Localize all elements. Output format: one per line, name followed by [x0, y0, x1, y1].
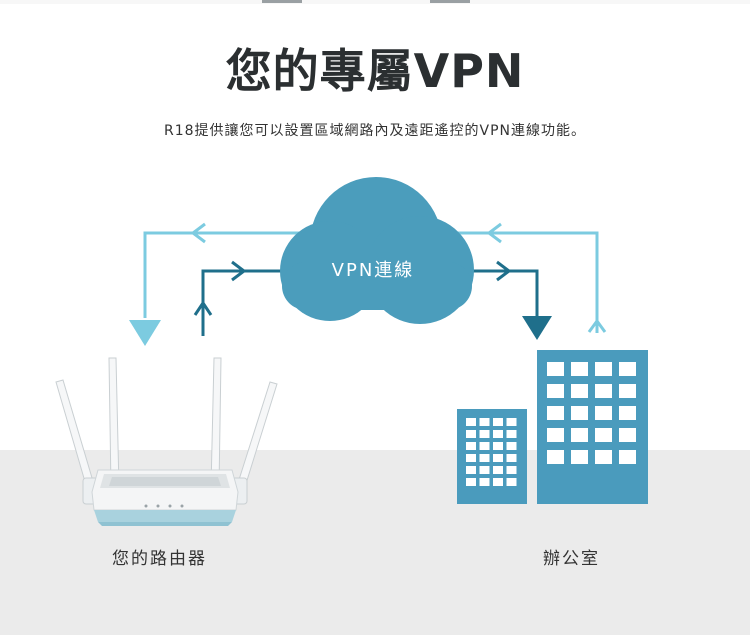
down-arrow-icon: [129, 320, 161, 346]
strip-mark: [262, 0, 302, 3]
window: [466, 466, 476, 474]
window: [493, 442, 503, 450]
light-connection-right: [445, 222, 607, 333]
window: [506, 478, 517, 486]
router-label: 您的路由器: [112, 549, 207, 569]
window: [466, 442, 476, 450]
window: [506, 442, 517, 450]
window: [619, 450, 636, 464]
window: [479, 454, 490, 462]
window: [493, 466, 503, 474]
office-building-icon: [457, 350, 648, 504]
window: [547, 384, 564, 398]
window: [595, 406, 612, 420]
window: [466, 430, 476, 438]
window: [493, 418, 503, 426]
window: [506, 418, 517, 426]
office-label: 辦公室: [543, 549, 600, 569]
strip-mark: [430, 0, 470, 3]
window: [571, 428, 588, 442]
window: [619, 428, 636, 442]
down-arrow-icon: [522, 316, 552, 340]
cloud-icon: [280, 177, 474, 324]
window: [493, 430, 503, 438]
window: [479, 418, 490, 426]
window: [619, 362, 636, 376]
building-small-windows: [466, 418, 517, 486]
window: [571, 384, 588, 398]
window: [506, 454, 517, 462]
window: [547, 362, 564, 376]
window: [466, 454, 476, 462]
window: [506, 466, 517, 474]
window: [506, 430, 517, 438]
top-strip: [0, 0, 750, 4]
window: [571, 362, 588, 376]
window: [547, 450, 564, 464]
window: [479, 478, 490, 486]
window: [595, 450, 612, 464]
window: [466, 418, 476, 426]
window: [479, 442, 490, 450]
dark-connection-right: [468, 260, 539, 316]
window: [493, 454, 503, 462]
window: [619, 406, 636, 420]
window: [479, 466, 490, 474]
window: [595, 384, 612, 398]
window: [479, 430, 490, 438]
building-tall-windows: [547, 362, 636, 464]
window: [493, 478, 503, 486]
light-connection-left: [143, 222, 315, 318]
window: [595, 428, 612, 442]
window: [571, 406, 588, 420]
window: [595, 362, 612, 376]
window: [547, 428, 564, 442]
router-icon: [55, 357, 278, 526]
window: [571, 450, 588, 464]
window: [619, 384, 636, 398]
page-title: 您的專屬VPN: [225, 44, 525, 98]
cloud-label: VPN連線: [332, 260, 415, 281]
page-subtitle: R18提供讓您可以設置區域網路內及遠距遙控的VPN連線功能。: [163, 123, 587, 139]
window: [466, 478, 476, 486]
window: [547, 406, 564, 420]
dark-connection-left: [193, 260, 282, 336]
